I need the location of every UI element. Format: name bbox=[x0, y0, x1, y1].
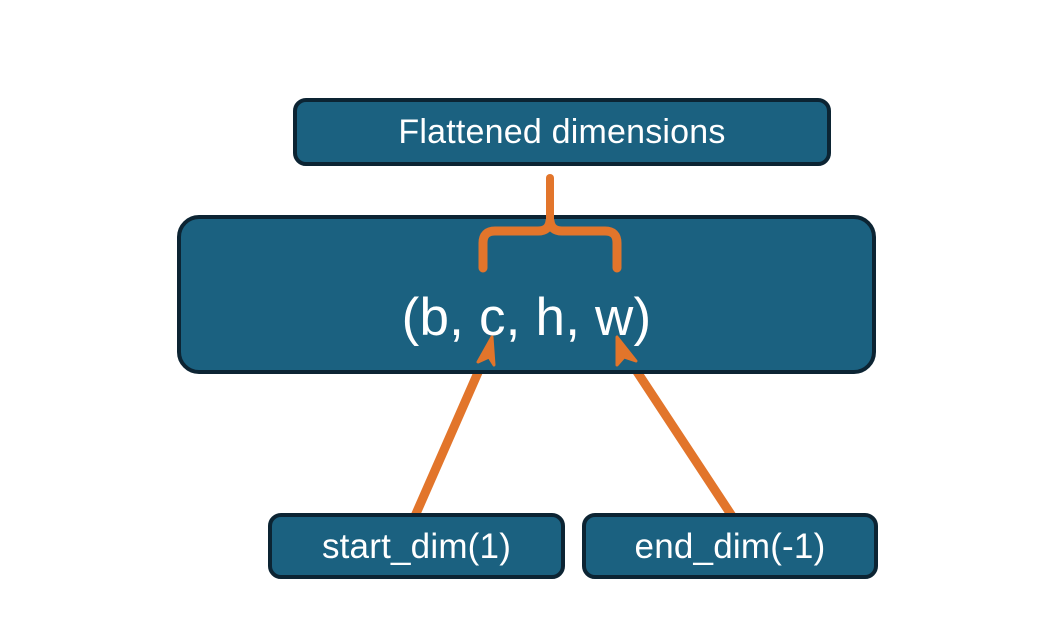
node-flattened-dimensions[interactable]: Flattened dimensions bbox=[293, 98, 831, 166]
node-end-dim[interactable]: end_dim(-1) bbox=[582, 513, 878, 579]
node-tensor-shape-label: (b, c, h, w) bbox=[401, 288, 652, 347]
start-dim-arrow-shaft bbox=[410, 347, 492, 521]
node-end-dim-label: end_dim(-1) bbox=[634, 526, 826, 566]
node-tensor-shape[interactable]: (b, c, h, w) bbox=[177, 215, 876, 374]
node-flattened-dimensions-label: Flattened dimensions bbox=[398, 113, 726, 151]
node-start-dim-label: start_dim(1) bbox=[321, 526, 512, 566]
end-dim-arrow-shaft bbox=[619, 347, 737, 521]
node-start-dim[interactable]: start_dim(1) bbox=[268, 513, 565, 579]
